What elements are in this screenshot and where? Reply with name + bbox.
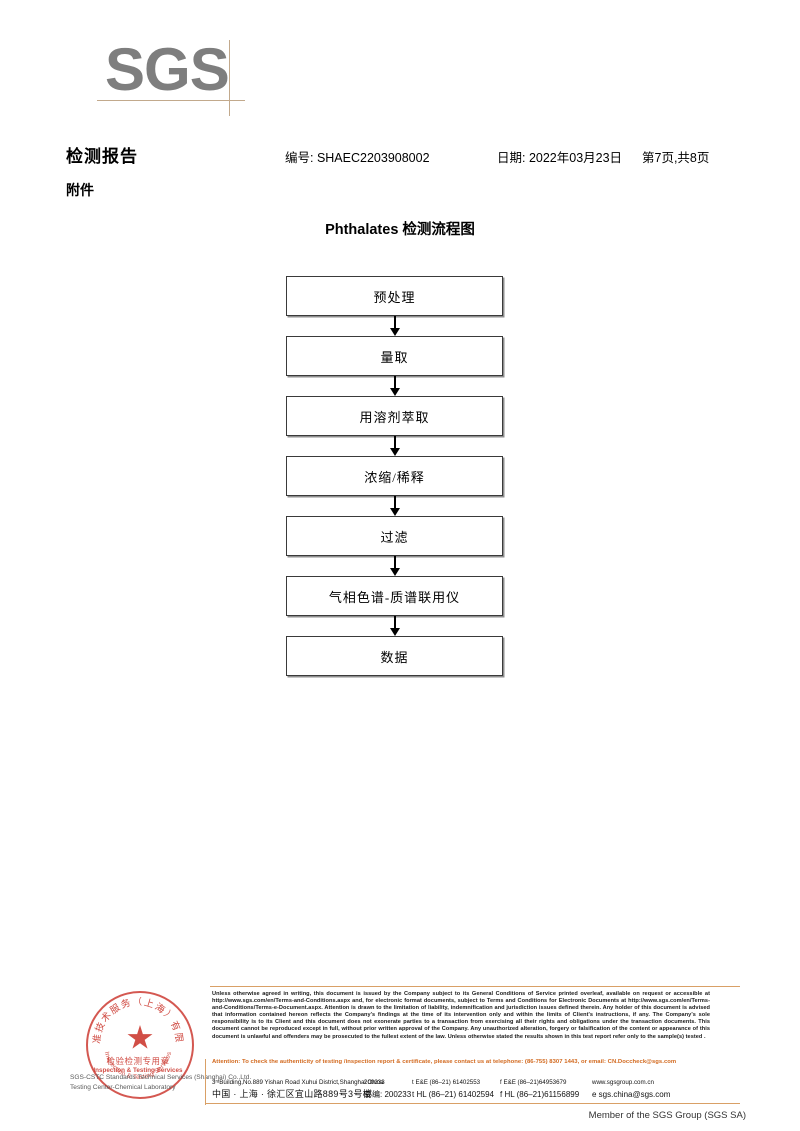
sgs-group-member-note: Member of the SGS Group (SGS SA) [588, 1110, 746, 1121]
company-legal-name: SGS-CSTC Standards Technical Services (S… [70, 1074, 252, 1081]
contact-row-cn: 中国 · 上海 · 徐汇区宜山路889号3号楼 邮编: 200233 t HL … [212, 1088, 712, 1101]
address-en: 3ʳᵈBuilding,No.889 Yishan Road Xuhui Dis… [212, 1079, 384, 1086]
fax-ee: f E&E (86–21)64953679 [500, 1079, 567, 1086]
company-seal-stamp: 标准技术服务（上海）有限公 Inspection & Testing Servi… [86, 991, 194, 1099]
arrow-head-icon [389, 328, 400, 336]
footer-divider-top [210, 986, 740, 987]
seal-center-en: Inspection & Testing Services [93, 1067, 183, 1074]
flow-arrow [286, 616, 503, 636]
flowchart: 预处理 量取 用溶剂萃取 浓缩/稀释 过滤 气相色谱-质谱联用仪 数据 [286, 276, 503, 676]
fax-hl: f HL (86–21)61156899 [500, 1090, 580, 1099]
arrow-stem [393, 376, 396, 390]
flow-node: 用溶剂萃取 [286, 396, 503, 436]
flow-node: 预处理 [286, 276, 503, 316]
flow-node: 浓缩/稀释 [286, 456, 503, 496]
sgs-logo-text: SGS [105, 36, 230, 103]
arrow-stem [393, 316, 396, 330]
flow-arrow [286, 556, 503, 576]
legal-terms-text: Unless otherwise agreed in writing, this… [212, 991, 710, 1040]
arrow-stem [393, 556, 396, 570]
footer-divider-bottom [205, 1103, 740, 1104]
arrow-stem [393, 496, 396, 510]
flow-node: 量取 [286, 336, 503, 376]
report-date: 日期: 2022年03月23日 [497, 151, 623, 165]
email-address[interactable]: e sgs.china@sgs.com [592, 1090, 671, 1099]
flow-node: 数据 [286, 636, 503, 676]
company-lab-name: Testing Center-Chemical Laboratory [70, 1084, 176, 1091]
tel-ee: t E&E (86–21) 61402553 [412, 1079, 481, 1086]
contact-info-table: 3ʳᵈBuilding,No.889 Yishan Road Xuhui Dis… [212, 1077, 712, 1101]
flow-arrow [286, 376, 503, 396]
flow-node: 气相色谱-质谱联用仪 [286, 576, 503, 616]
flow-arrow [286, 496, 503, 516]
arrow-head-icon [389, 448, 400, 456]
logo-horizontal-rule [97, 100, 245, 101]
attachment-label: 附件 [66, 182, 94, 198]
sgs-logo: SGS [97, 36, 245, 118]
zip-cn: 邮编: 200233 [364, 1090, 412, 1099]
page-title: 检测报告 [66, 147, 138, 166]
arrow-head-icon [389, 568, 400, 576]
attention-notice: Attention: To check the authenticity of … [212, 1059, 677, 1065]
tel-hl: t HL (86–21) 61402594 [412, 1090, 494, 1099]
seal-arc-text-en: Inspection & Testing Services [103, 1051, 173, 1081]
arrow-head-icon [389, 388, 400, 396]
company-name-block: SGS-CSTC Standards Technical Services (S… [70, 1073, 270, 1093]
flowchart-title: Phthalates 检测流程图 [325, 222, 475, 238]
flow-node: 过滤 [286, 516, 503, 556]
report-number: 编号: SHAEC2203908002 [285, 151, 430, 165]
flow-arrow [286, 436, 503, 456]
arrow-head-icon [389, 508, 400, 516]
footer-divider-vertical [205, 1059, 206, 1105]
website[interactable]: www.sgsgroup.com.cn [592, 1079, 654, 1086]
zip-en: 200233 [364, 1079, 385, 1086]
seal-center-cn: 检验检测专用章 [106, 1056, 170, 1066]
seal-ring [86, 991, 194, 1099]
contact-row-en: 3ʳᵈBuilding,No.889 Yishan Road Xuhui Dis… [212, 1077, 712, 1088]
address-cn: 中国 · 上海 · 徐汇区宜山路889号3号楼 [212, 1089, 372, 1099]
arrow-stem [393, 436, 396, 450]
flow-arrow [286, 316, 503, 336]
page-number: 第7页,共8页 [642, 151, 710, 165]
logo-vertical-rule [229, 40, 230, 116]
arrow-head-icon [389, 628, 400, 636]
arrow-stem [393, 616, 396, 630]
